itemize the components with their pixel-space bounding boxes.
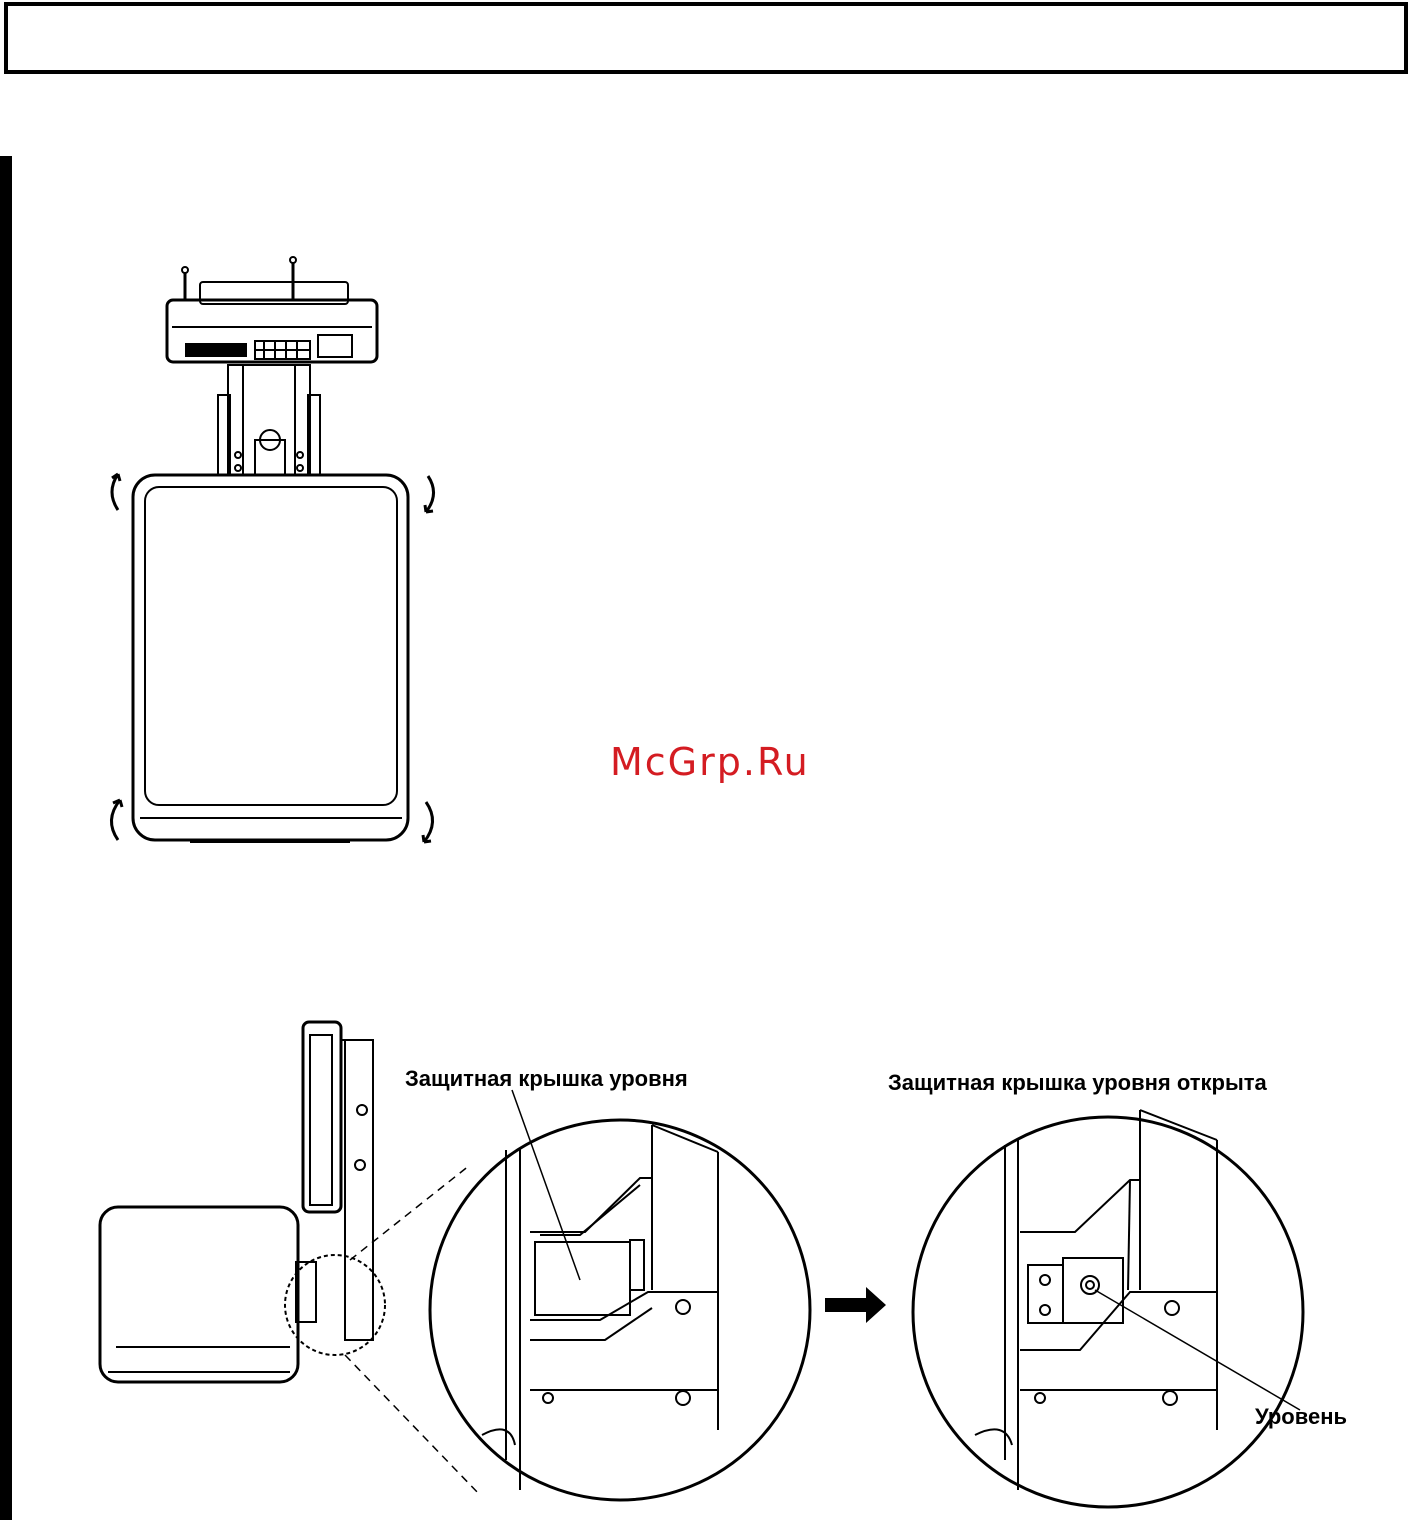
- zoom-circle-cover-closed: [430, 1120, 810, 1500]
- cover-pointer: [512, 1090, 580, 1280]
- zoom-circle-cover-open: [913, 1110, 1303, 1507]
- label-level-cover: Защитная крышка уровня: [405, 1066, 688, 1092]
- label-level-cover-open: Защитная крышка уровня открыта: [888, 1070, 1267, 1096]
- label-level: Уровень: [1255, 1404, 1347, 1430]
- arrow-right-icon: [825, 1287, 886, 1323]
- scale-side-view: [100, 1022, 385, 1382]
- watermark: McGrp.Ru: [610, 740, 810, 784]
- zoom-lines: [345, 1165, 480, 1495]
- level-pointer: [1095, 1290, 1300, 1410]
